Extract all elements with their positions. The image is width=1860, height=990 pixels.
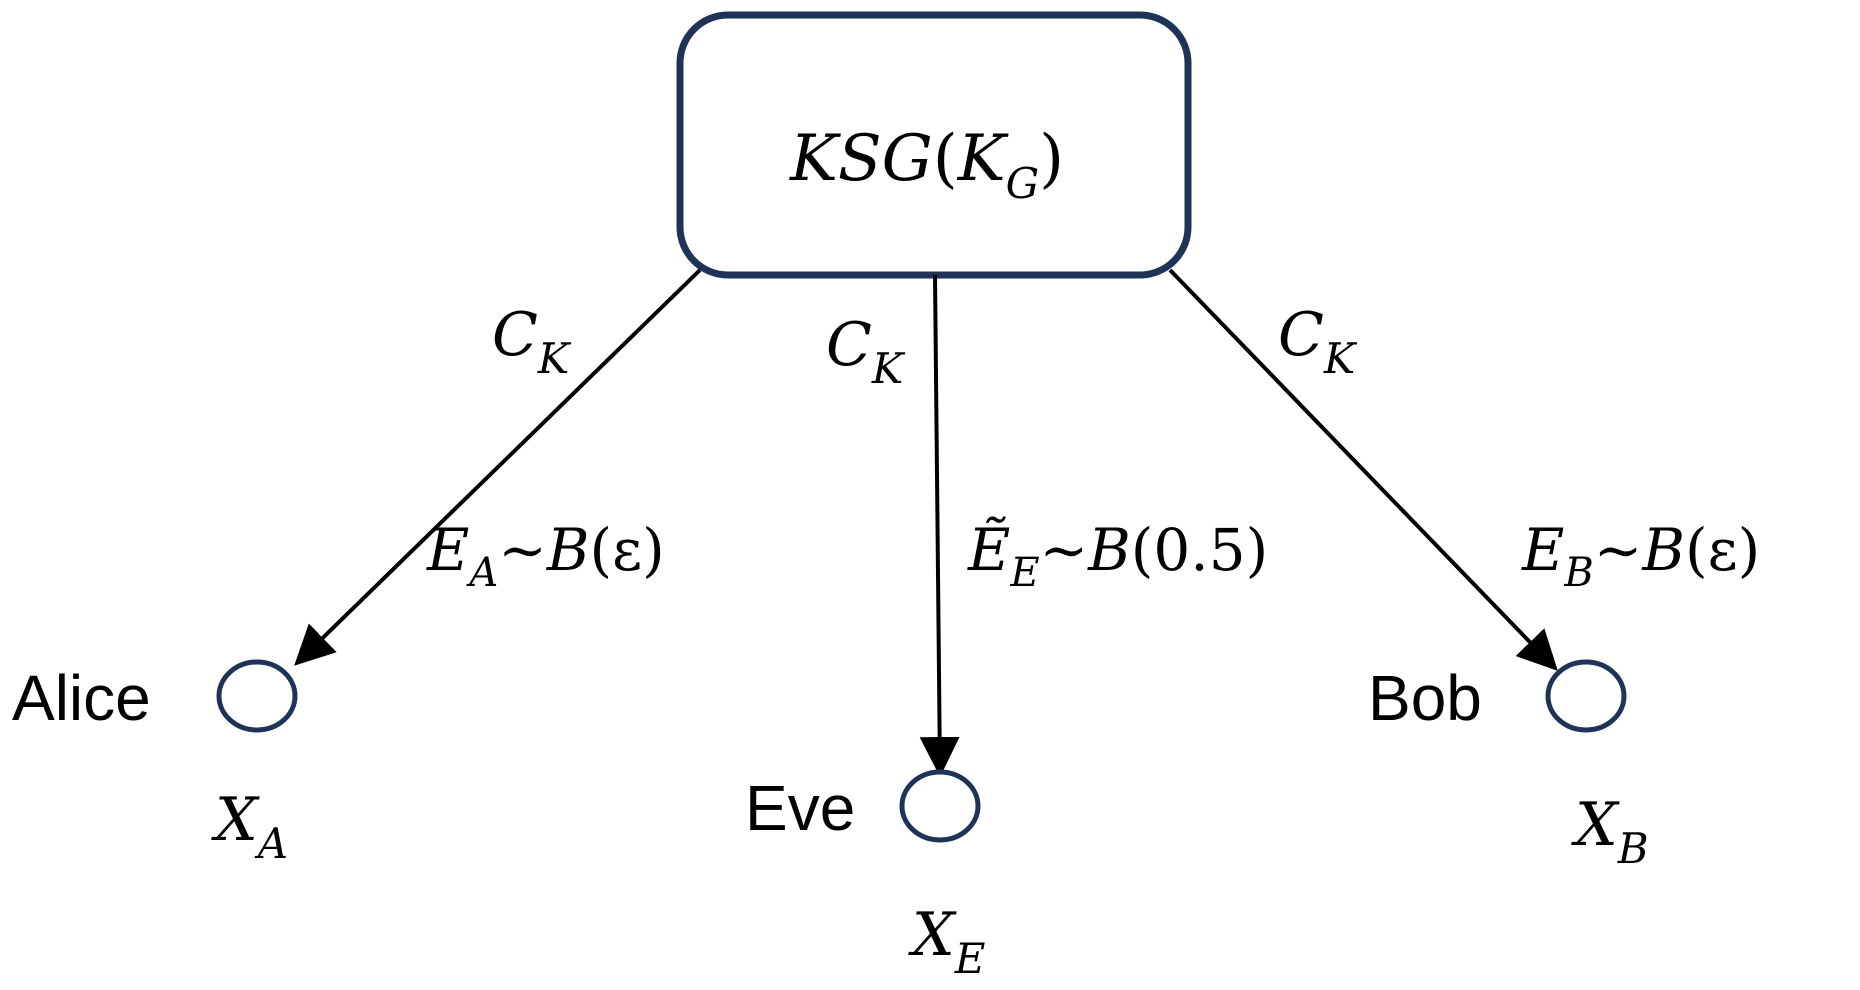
party-var-bob: XB	[1571, 790, 1649, 873]
party-name-alice: Alice	[12, 662, 151, 734]
party-name-bob: Bob	[1368, 662, 1482, 734]
party-var-alice: XA	[211, 785, 288, 868]
party-var-eve: XE	[908, 900, 985, 983]
arrow-to-eve	[919, 274, 960, 777]
noise-label-bob: EB∼B(ε)	[1521, 516, 1760, 596]
arrow-to-bob	[1168, 268, 1558, 671]
noise-label-alice: EA∼B(ε)	[426, 516, 665, 596]
generator-label: KSG(KG)	[789, 122, 1064, 208]
edge-label-eve: CK	[826, 310, 906, 393]
edge-label-bob: CK	[1278, 300, 1358, 383]
edge-label-alice: CK	[492, 300, 572, 383]
generator-box	[676, 11, 1192, 279]
node-eve	[899, 769, 981, 843]
arrow-to-alice	[294, 268, 702, 666]
node-bob	[1545, 659, 1627, 733]
node-alice	[216, 659, 298, 733]
noise-label-eve: ẼE∼B(0.5)	[967, 516, 1268, 596]
party-name-eve: Eve	[745, 772, 855, 844]
